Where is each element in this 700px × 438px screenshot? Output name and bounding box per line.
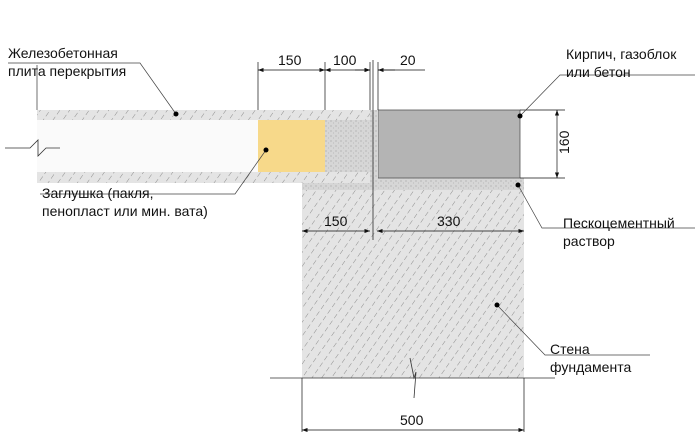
dim-brick-bearing: 330 [437, 213, 461, 229]
mortar-label-line2: раствор [563, 233, 615, 249]
slab-label-line1: Железобетонная [8, 45, 118, 61]
slab-hollow [37, 120, 258, 172]
wall-label-line1: Стена [550, 341, 590, 357]
break-symbol [5, 139, 60, 157]
plug-label: Заглушка (пакля, пенопласт или мин. вата… [42, 184, 208, 220]
dim-concrete-fill: 100 [333, 52, 357, 68]
wall-label: Стена фундамента [550, 340, 631, 376]
dim-slab-bearing: 150 [324, 213, 348, 229]
slab-bottom-shell [37, 172, 370, 183]
slab-top-shell [37, 110, 370, 120]
foundation-wall [302, 190, 524, 378]
plug-label-line2: пенопласт или мин. вата) [42, 203, 208, 219]
mortar-seam [370, 110, 378, 183]
slab-label-line2: плита перекрытия [8, 63, 127, 79]
brick-label-line1: Кирпич, газоблок [566, 46, 677, 62]
slab-label: Железобетонная плита перекрытия [8, 44, 126, 80]
leader-lines [8, 62, 695, 356]
brick-block [377, 109, 521, 179]
mortar-label-line1: Пескоцементный [563, 215, 675, 231]
dim-gap: 20 [400, 52, 416, 68]
plug-insulation [258, 120, 325, 172]
brick-label-line2: или бетон [566, 64, 631, 80]
wall-label-line2: фундамента [550, 359, 632, 375]
top-dimensions [257, 62, 425, 110]
brick-label: Кирпич, газоблок или бетон [566, 45, 676, 81]
dim-brick-height: 160 [556, 130, 572, 154]
concrete-fill [325, 120, 370, 172]
mortar-label: Пескоцементный раствор [563, 214, 675, 250]
dim-wall-width: 500 [400, 412, 424, 428]
dim-plug-width: 150 [278, 52, 302, 68]
plug-label-line1: Заглушка (пакля, [42, 185, 154, 201]
